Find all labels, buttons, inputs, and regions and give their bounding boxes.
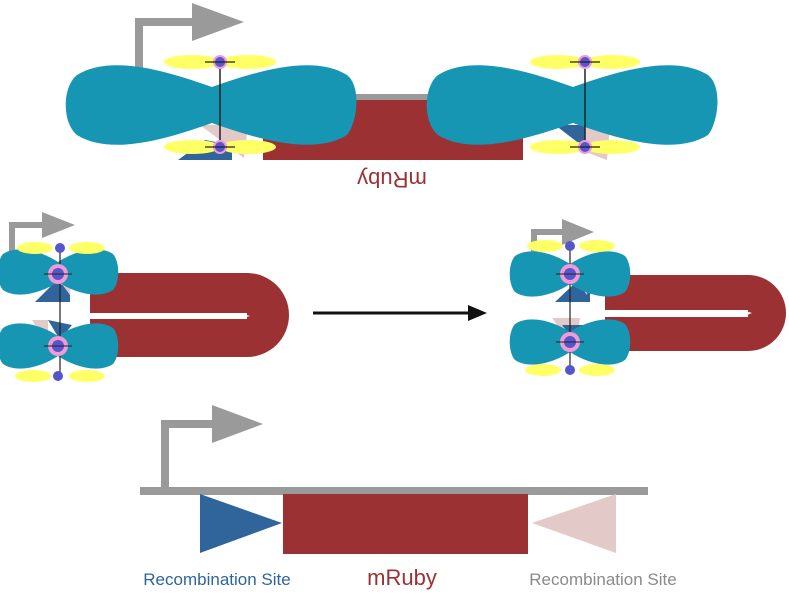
bottom-promoter-arrow xyxy=(161,405,263,490)
top-promoter-arrow xyxy=(135,3,244,72)
middle-left-hairpin xyxy=(0,212,289,382)
mid-left-spacers xyxy=(15,242,105,382)
top-spacer-right xyxy=(530,55,640,154)
mid-left-promoter-arrow xyxy=(9,212,75,255)
bottom-site-left-label: Recombination Site xyxy=(143,570,290,589)
middle-right-hairpin xyxy=(509,219,786,376)
bottom-site-right-icon xyxy=(532,494,616,553)
top-spacer-left xyxy=(164,55,276,154)
bottom-site-right-label: Recombination Site xyxy=(529,570,676,589)
top-gene-label: mRuby xyxy=(357,167,427,192)
bottom-backbone xyxy=(140,487,648,495)
bottom-site-left-icon xyxy=(200,494,282,553)
reaction-arrow xyxy=(313,305,487,321)
mid-left-gene-hairpin xyxy=(90,273,289,357)
mid-right-spacers xyxy=(525,240,615,376)
mid-right-gene-hairpin xyxy=(605,275,786,351)
top-backbone xyxy=(300,94,460,103)
mid-left-site-upper-icon xyxy=(35,282,70,302)
bottom-gene-label: mRuby xyxy=(367,565,437,590)
bottom-gene-block xyxy=(283,494,528,554)
bottom-construct: Recombination Site mRuby Recombination S… xyxy=(140,405,677,590)
top-synapse: mRuby xyxy=(65,3,718,192)
